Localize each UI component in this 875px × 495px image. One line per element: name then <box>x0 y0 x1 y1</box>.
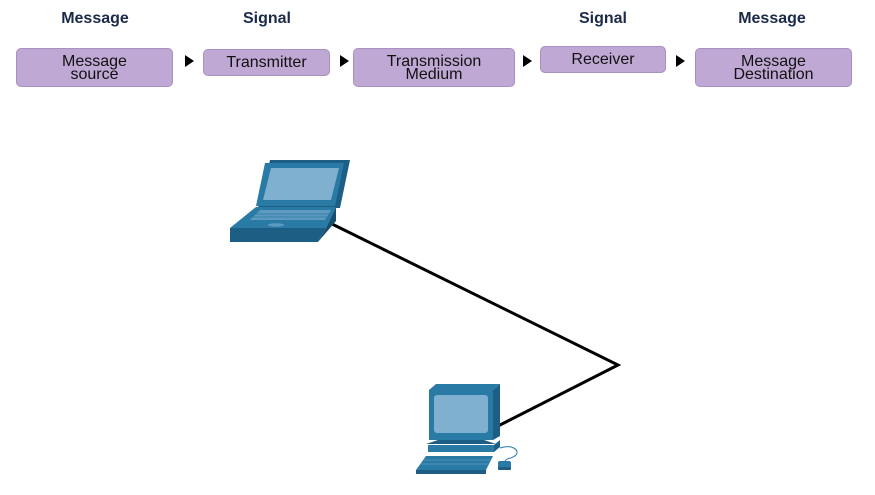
box-receiver-label: Receiver <box>571 51 635 68</box>
box-message-source-line1: Message <box>62 52 127 70</box>
label-signal-right: Signal <box>578 10 628 27</box>
box-receiver: Receiver <box>540 46 666 73</box>
arrow-3 <box>523 55 532 67</box>
box-message-destination: Message Destination <box>695 48 852 87</box>
network-cable <box>329 221 622 428</box>
box-transmission-medium-line1: Transmission <box>386 52 482 70</box>
arrow-2 <box>340 55 349 67</box>
box-transmission-medium: Transmission Medium <box>353 48 515 87</box>
box-transmission-medium-line2: Medium <box>405 65 463 83</box>
label-message-right: Message <box>738 10 806 27</box>
box-transmitter: Transmitter <box>203 49 330 76</box>
box-message-source-line2: source <box>70 65 119 83</box>
label-message-left: Message <box>61 10 129 27</box>
desktop-computer-icon <box>416 384 518 474</box>
label-signal-left: Signal <box>242 10 292 27</box>
box-message-destination-line2: Destination <box>733 65 814 83</box>
box-message-destination-line1: Message <box>741 52 806 70</box>
box-message-source: Message source <box>16 48 173 87</box>
arrow-4 <box>676 55 685 67</box>
laptop-icon <box>230 160 350 242</box>
box-transmitter-label: Transmitter <box>226 54 307 71</box>
arrow-1 <box>185 55 194 67</box>
